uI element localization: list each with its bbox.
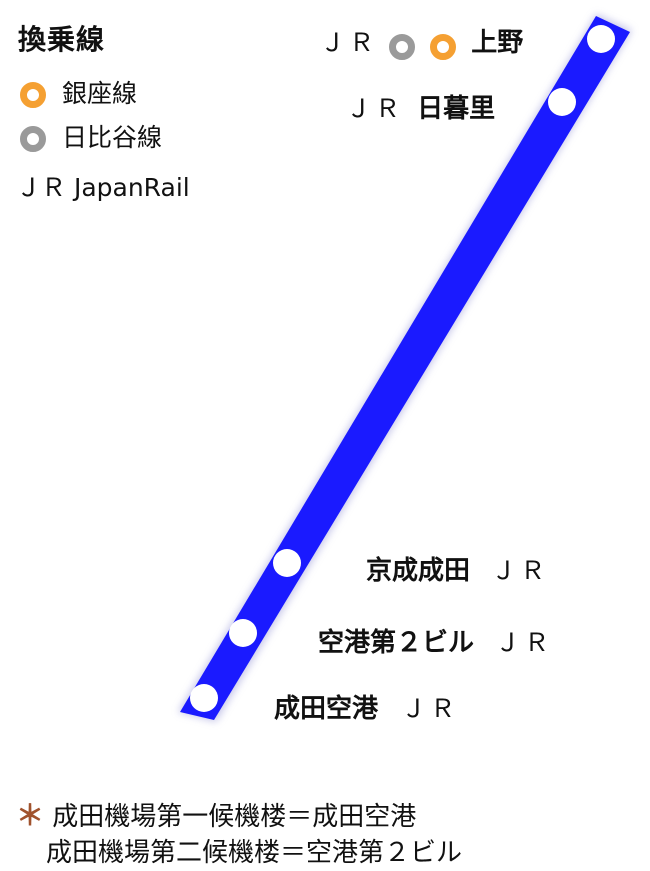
legend-jr-label: ＪＲ JapanRail [16,173,190,202]
station-label-airport-terminal-2: 空港第２ビル ＪＲ [318,622,553,659]
station-nippori-name: 日暮里 [417,94,496,124]
legend-item-hibiya: 日比谷線 [20,118,162,154]
station-label-narita-airport: 成田空港 ＪＲ [274,688,459,725]
station-dot-airport-terminal-2[interactable] [229,619,257,647]
station-label-keisei-narita: 京成成田 ＪＲ [366,550,549,587]
note-line-2: 成田機場第二候機楼＝空港第２ビル [46,838,463,868]
station-dot-ueno[interactable] [587,25,615,53]
station-dot-keisei-narita[interactable] [273,549,301,577]
legend-hibiya-label: 日比谷線 [61,123,162,152]
note-line-1-text: 成田機場第一候機楼＝成田空港 [52,802,417,832]
station-ueno-jr: ＪＲ [320,28,379,57]
station-label-nippori: ＪＲ 日暮里 [346,88,495,125]
route-line [180,16,630,720]
station-keisei-narita-name: 京成成田 [366,556,471,586]
station-narita-airport-jr: ＪＲ [401,694,460,723]
note-line-1: ＊ 成田機場第一候機楼＝成田空港 [16,794,416,834]
station-keisei-narita-jr: ＪＲ [491,556,550,585]
station-ueno-name: 上野 [471,28,524,58]
station-airport-terminal-2-jr: ＪＲ [495,628,554,657]
ginza-line-ring-icon [20,82,46,108]
station-label-ueno: ＪＲ 上野 [320,22,523,60]
legend-ginza-label: 銀座線 [61,79,137,108]
station-dot-narita-airport[interactable] [190,684,218,712]
hibiya-line-ring-icon [389,33,416,60]
legend-item-ginza: 銀座線 [20,74,137,110]
note-asterisk: ＊ [16,799,45,832]
station-dot-nippori[interactable] [548,88,576,116]
station-narita-airport-name: 成田空港 [274,694,379,724]
legend-title: 換乗線 [18,23,106,56]
station-nippori-jr: ＪＲ [346,94,405,123]
hibiya-line-ring-icon [20,126,46,152]
station-airport-terminal-2-name: 空港第２ビル [318,628,475,658]
ginza-line-ring-icon [430,33,457,60]
